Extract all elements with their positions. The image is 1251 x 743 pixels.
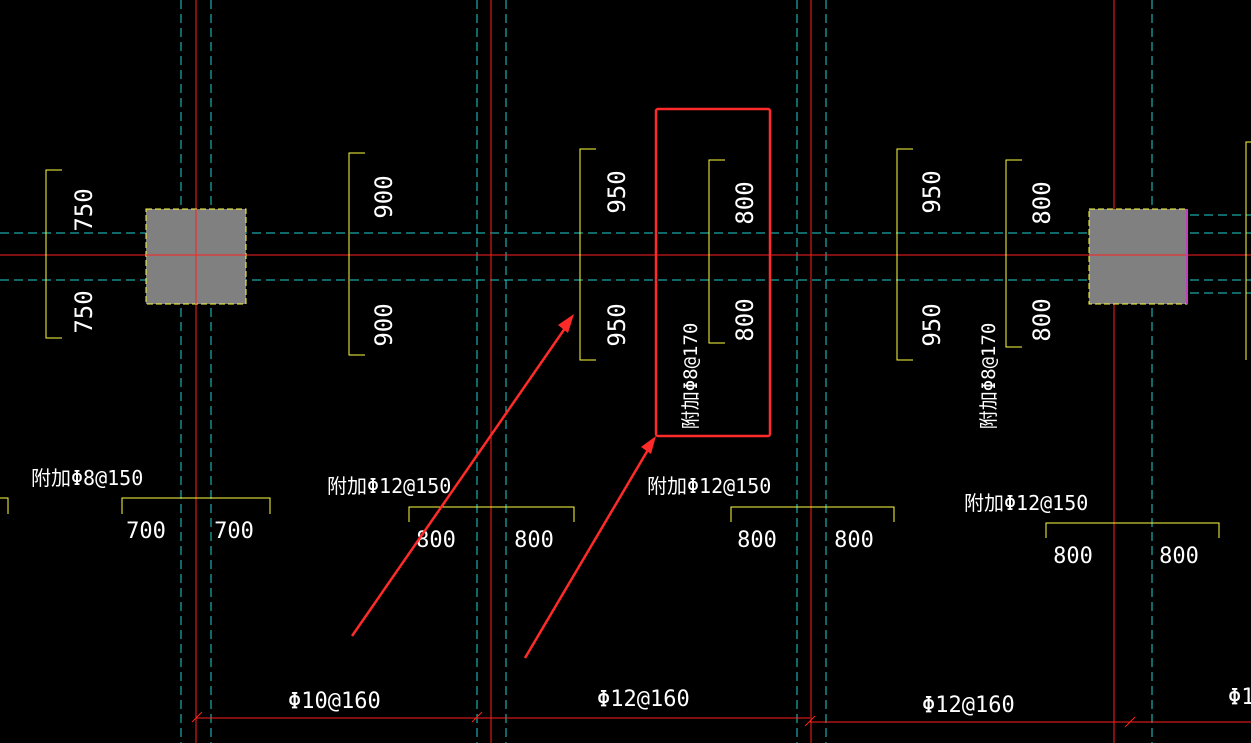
dim-800-bottom-right: 800 xyxy=(1028,298,1056,341)
dim-800-top-right: 800 xyxy=(1028,181,1056,224)
dim-800-top: 800 xyxy=(731,181,759,224)
rebar-label-right: 附加Φ8@170 xyxy=(978,323,1000,430)
horizontal-dim-texts: 700 700 800 800 800 800 800 800 xyxy=(126,519,1199,569)
column-right xyxy=(1088,208,1188,305)
dim-750-top: 750 xyxy=(70,188,98,231)
rebar-label-h2: 附加Φ12@150 xyxy=(327,474,451,498)
rebar-label-center: 附加Φ8@170 xyxy=(680,323,702,430)
dim-800-g2-left: 800 xyxy=(416,528,456,553)
vertical-beam-edges xyxy=(180,0,1153,743)
highlight-box xyxy=(654,107,772,438)
span-label-1: Φ10@160 xyxy=(288,689,381,714)
dim-800-g3-right: 800 xyxy=(834,528,874,553)
dim-800-bottom: 800 xyxy=(731,298,759,341)
vertical-dim-texts: 750 750 900 900 950 950 800 800 950 950 … xyxy=(70,170,1056,346)
rebar-label-h1: 附加Φ8@150 xyxy=(31,466,143,490)
dim-800-g4-right: 800 xyxy=(1159,544,1199,569)
bottom-span-labels: Φ10@160 Φ12@160 Φ12@160 Φ1 xyxy=(288,685,1251,718)
dim-950-bottom: 950 xyxy=(603,303,631,346)
dim-950-bottom-right: 950 xyxy=(918,303,946,346)
bottom-dimension-line xyxy=(191,711,1251,728)
horizontal-rebar-labels: 附加Φ8@150 附加Φ12@150 附加Φ12@150 附加Φ12@150 xyxy=(31,466,1088,515)
vertical-dim-brackets xyxy=(45,141,1251,361)
horizontal-dim-brackets xyxy=(0,497,1220,538)
rebar-label-h4: 附加Φ12@150 xyxy=(964,491,1088,515)
dim-950-top: 950 xyxy=(603,170,631,213)
column-left xyxy=(145,208,247,305)
annotation-arrow-1 xyxy=(350,320,572,637)
dim-900-top: 900 xyxy=(370,175,398,218)
span-label-2: Φ12@160 xyxy=(597,687,690,712)
dim-700-right: 700 xyxy=(214,519,254,544)
annotation-overlay xyxy=(350,107,772,659)
dim-700-left: 700 xyxy=(126,519,166,544)
annotation-arrow-2 xyxy=(523,442,654,659)
span-label-4: Φ1 xyxy=(1228,685,1251,710)
dim-950-top-right: 950 xyxy=(918,170,946,213)
rebar-label-h3: 附加Φ12@150 xyxy=(647,474,771,498)
dim-800-g4-left: 800 xyxy=(1053,544,1093,569)
span-label-3: Φ12@160 xyxy=(922,693,1015,718)
dim-900-bottom: 900 xyxy=(370,303,398,346)
dim-750-bottom: 750 xyxy=(70,290,98,333)
dim-800-g2-right: 800 xyxy=(514,528,554,553)
vertical-rebar-labels: 附加Φ8@170 附加Φ8@170 xyxy=(680,323,1000,430)
horizontal-beam-edges xyxy=(0,214,1251,294)
dim-800-g3-left: 800 xyxy=(737,528,777,553)
